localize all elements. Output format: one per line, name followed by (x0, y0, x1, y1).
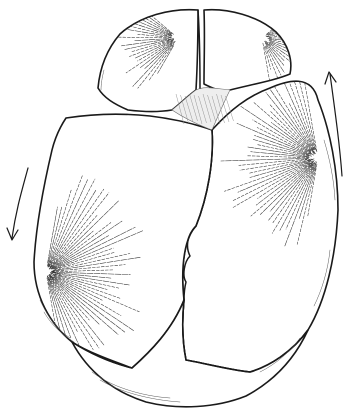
bone-frontal-left (98, 10, 198, 112)
left-arrow-down-icon (7, 168, 28, 240)
ray-line (268, 19, 296, 35)
bone-frontal-right (204, 10, 291, 91)
ray-line (269, 20, 306, 35)
ray-line (267, 6, 301, 34)
